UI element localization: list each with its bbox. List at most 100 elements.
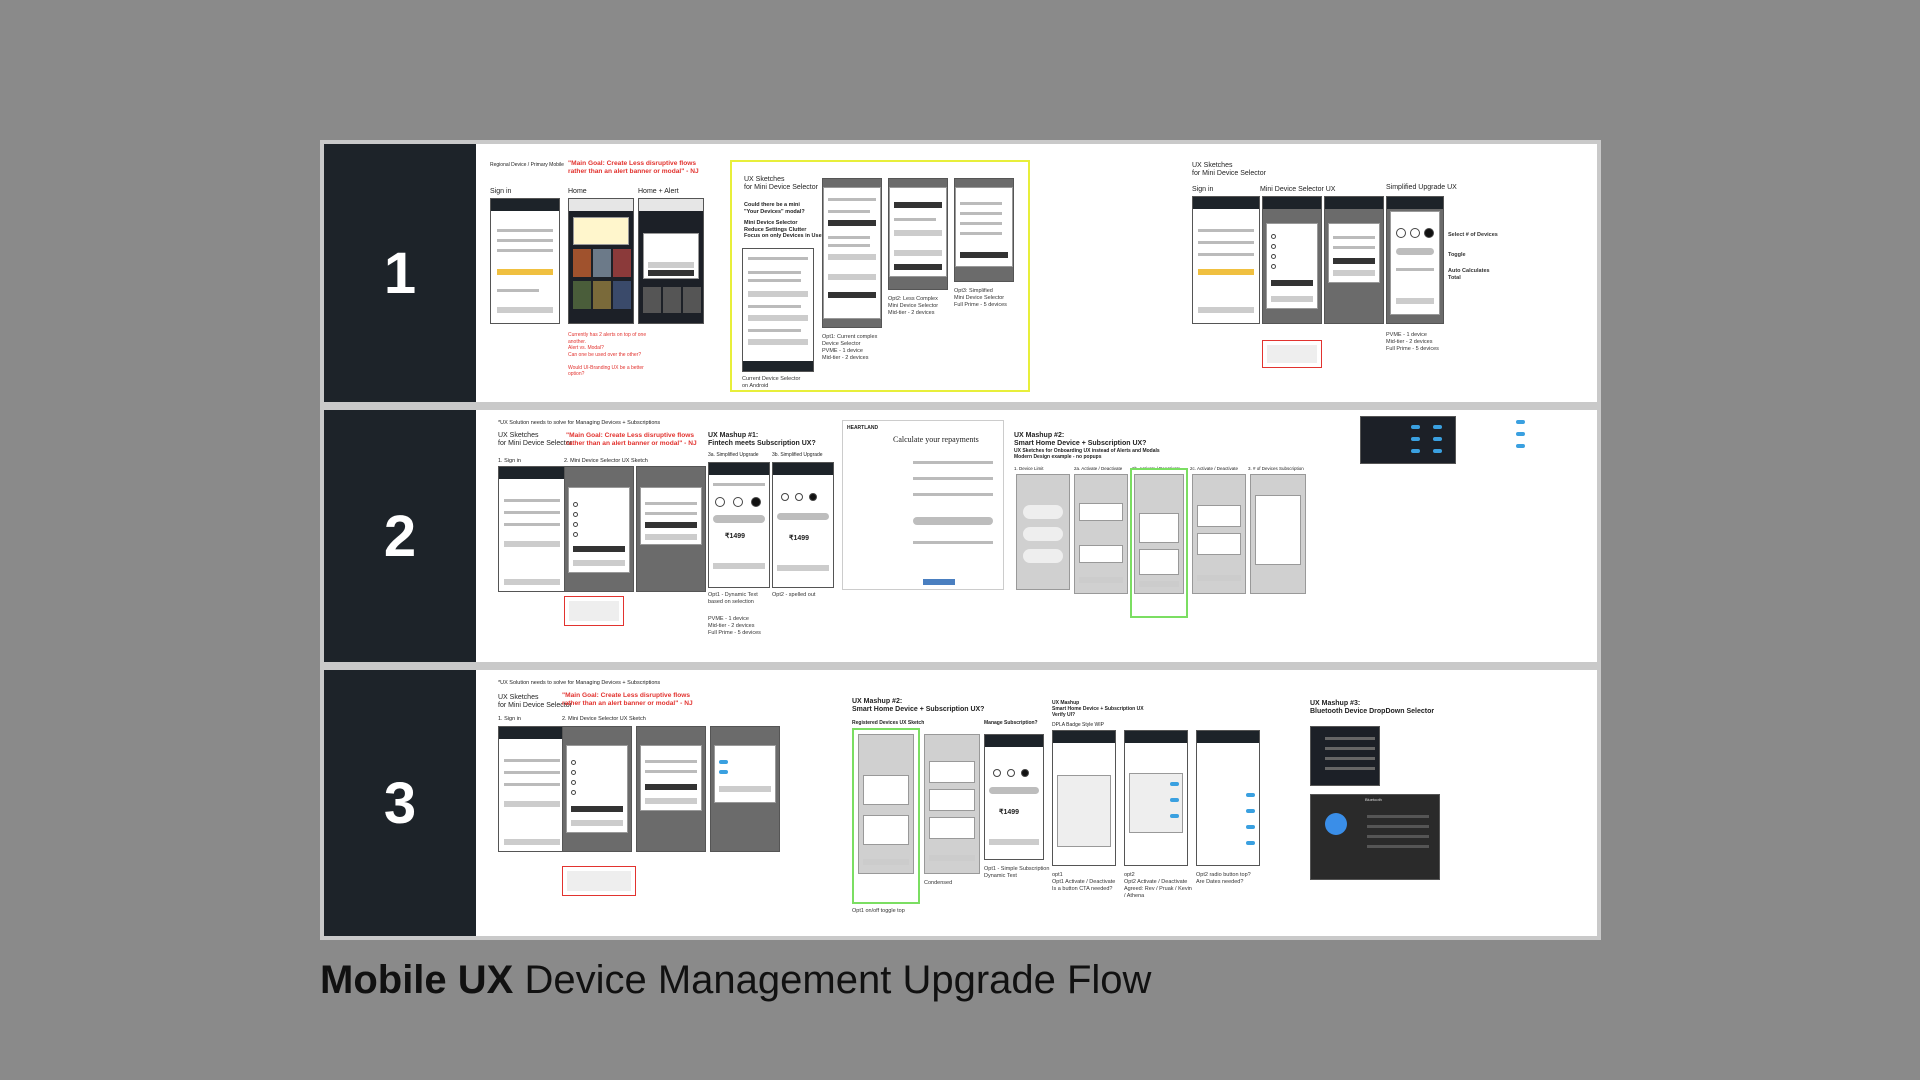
step-3b: 3b. Simplified Upgrade (772, 452, 823, 458)
red-notes: Currently has 2 alerts on top of one ano… (568, 332, 647, 377)
bluetooth-icon (1325, 813, 1347, 835)
row-canvas: *UX Solution needs to solve for Managing… (476, 670, 1597, 936)
row-header: Regional Device / Primary Mobile (490, 162, 564, 168)
manage-subscription-label: Manage Subscription? (984, 720, 1038, 726)
smart-phone-3 (1250, 474, 1306, 594)
subscription-phone: ₹1499 (984, 734, 1044, 860)
opt1-activate-caption: opt1 Opt1 Activate / Deactivate Is a but… (1052, 872, 1116, 892)
opt3-activate-caption: Opt2 radio button top? Are Dates needed? (1196, 872, 1251, 885)
row-3: 3 *UX Solution needs to solve for Managi… (324, 670, 1597, 936)
registered-phone-1 (858, 734, 914, 874)
row-number: 2 (324, 410, 476, 662)
tiers-note: PVME - 1 device Mid-tier - 2 devices Ful… (708, 616, 761, 636)
mashup2-subtitle: UX Sketches for Onboarding UX instead of… (1014, 448, 1160, 460)
toggle-preview (1516, 420, 1525, 424)
phone-mini-3 (710, 726, 780, 852)
alert-banner-sketch (564, 596, 624, 626)
step-signin: 1. Sign in (498, 716, 521, 722)
phone-opt3 (954, 178, 1014, 282)
condensed-caption: Condensed (924, 880, 953, 886)
toggle-preview (1516, 432, 1525, 436)
opt2-activate-caption: opt2 Opt2 Activate / Deactivate Agreed: … (1124, 872, 1192, 899)
main-goal-note: "Main Goal: Create Less disruptive flows… (562, 692, 693, 707)
title-bold: Mobile UX (320, 958, 514, 1002)
registered-phone-2 (924, 734, 980, 874)
phone-right-upgrade (1386, 196, 1444, 324)
calc-title: Calculate your repayments (893, 435, 979, 444)
select-devices-note: Select # of Devices (1448, 232, 1498, 238)
highlight-selected (852, 728, 920, 904)
phone-upgrade-3b: ₹1499 (772, 462, 834, 588)
sketch-title: UX Sketches for Mini Device Selector (744, 176, 818, 192)
right-simplified-label: Simplified Upgrade UX (1386, 184, 1457, 191)
opt1-toggle-caption: Opt1 on/off toggle top (852, 908, 905, 914)
alert-banner-sketch (1262, 340, 1322, 368)
mashup-mid-title: UX Mashup Smart Home Device + Subscripti… (1052, 700, 1144, 718)
sketch-points: Mini Device Selector Reduce Settings Clu… (744, 220, 822, 240)
calc-brand: HEARTLAND (847, 425, 879, 431)
solve-note: *UX Solution needs to solve for Managing… (498, 420, 661, 426)
opt2-caption: Opt2: Less Complex Mini Device Selector … (888, 296, 939, 316)
opt1-caption: Opt1 - Dynamic Text based on selection (708, 592, 758, 605)
phone-opt2 (888, 178, 948, 290)
phone-mini-1 (564, 466, 634, 592)
step-subscription: 3. # of Devices Subscription (1248, 466, 1304, 471)
opt1-caption: Opt1: Current complex Device Selector PV… (822, 334, 878, 361)
smart-phone-1 (1016, 474, 1070, 590)
toggle-preview-dark (1360, 416, 1456, 464)
alert-banner-sketch (562, 866, 636, 896)
row-1: 1 Regional Device / Primary Mobile "Main… (324, 144, 1597, 402)
highlight-sketches (730, 160, 1030, 392)
current-caption: Current Device Selector on Android (742, 376, 801, 389)
smart-phone-2a (1074, 474, 1128, 594)
sketch-question: Could there be a mini "Your Devices" mod… (744, 202, 805, 215)
col-label-signin: Sign in (490, 188, 512, 195)
row-number: 3 (324, 670, 476, 936)
step-2c: 2c. Activate / Deactivate (1190, 466, 1239, 471)
col-label-home: Home (568, 188, 587, 195)
right-signin-label: Sign in (1192, 186, 1214, 193)
phone-right-mini-1 (1262, 196, 1322, 324)
step-mini-selector: 2. Mini Device Selector UX Sketch (564, 458, 648, 464)
step-3a: 3a. Simplified Upgrade (708, 452, 759, 458)
phone-mini-1 (562, 726, 632, 852)
toggle-preview (1516, 444, 1525, 448)
phone-mini-2 (636, 466, 706, 592)
price-display: ₹1499 (789, 535, 810, 542)
toggle-note: Toggle (1448, 252, 1466, 258)
title-rest: Device Management Upgrade Flow (524, 958, 1152, 1002)
mashup1-title: UX Mashup #1: Fintech meets Subscription… (708, 432, 816, 448)
smart-phone-2c (1192, 474, 1246, 594)
col-label-home-alert: Home + Alert (638, 188, 679, 195)
bluetooth-label: Bluetooth (1365, 797, 1382, 802)
bluetooth-dropdown (1310, 726, 1380, 786)
main-goal-note: "Main Goal: Create Less disruptive flows… (566, 432, 697, 447)
fintech-calculator: HEARTLAND Calculate your repayments (842, 420, 1004, 590)
opt2-caption: Opt2 - spelled out (772, 592, 816, 598)
row-number: 1 (324, 144, 476, 402)
price-display: ₹1499 (999, 809, 1020, 816)
sketch-title: UX Sketches for Mini Device Selector (498, 694, 572, 710)
mashup2-title: UX Mashup #2: Smart Home Device + Subscr… (852, 698, 985, 714)
wip-phone-3 (1196, 730, 1260, 866)
presentation-board: 1 Regional Device / Primary Mobile "Main… (320, 140, 1601, 940)
row-2: 2 *UX Solution needs to solve for Managi… (324, 410, 1597, 662)
phone-signin (490, 198, 560, 324)
row-canvas: *UX Solution needs to solve for Managing… (476, 410, 1597, 662)
smart-phone-2b (1134, 474, 1184, 594)
main-goal-note: "Main Goal: Create Less disruptive flows… (568, 160, 699, 175)
wip-phone-2 (1124, 730, 1188, 866)
phone-signin (498, 466, 566, 592)
phone-mini-2 (636, 726, 706, 852)
highlight-selected (1130, 468, 1188, 618)
opt1-simple-caption: Opt1 - Simple Subscription Dynamic Text (984, 866, 1050, 879)
bluetooth-panel: Bluetooth (1310, 794, 1440, 880)
opt3-caption: Opt3: Simplified Mini Device Selector Fu… (954, 288, 1007, 308)
phone-upgrade-3a: ₹1499 (708, 462, 770, 588)
right-sketch-title: UX Sketches for Mini Device Selector (1192, 162, 1266, 178)
tiers-note: PVME - 1 device Mid-tier - 2 devices Ful… (1386, 332, 1439, 352)
step-device-limit: 1. Device Limit (1014, 466, 1044, 471)
phone-opt1 (822, 178, 882, 328)
phone-home-alert (638, 198, 704, 324)
step-2a: 2a. Activate / Deactivate (1074, 466, 1123, 471)
